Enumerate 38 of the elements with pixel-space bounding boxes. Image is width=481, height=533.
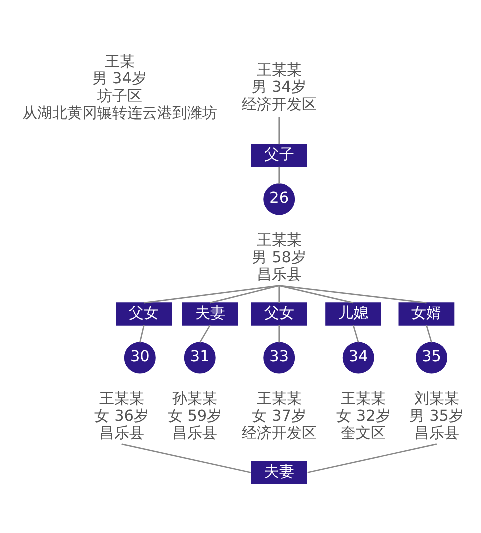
node-text: 王某某 女 37岁 经济开发区 <box>242 389 317 442</box>
connector <box>308 443 437 473</box>
node-circle: 31 <box>184 342 216 374</box>
label: 王某 <box>104 52 135 70</box>
connector <box>278 116 280 144</box>
node-box: 父女 <box>116 302 172 326</box>
connector <box>210 284 280 304</box>
node-box: 女婿 <box>398 302 455 326</box>
node-text: 刘某某 男 35岁 昌乐县 <box>410 389 464 442</box>
node-circle: 30 <box>124 342 156 374</box>
connector <box>122 443 252 473</box>
node-circle: 34 <box>342 342 374 374</box>
node-box: 儿媳 <box>326 302 382 326</box>
node-circle: 26 <box>264 183 296 215</box>
node-circle: 35 <box>416 342 448 374</box>
node-box: 父女 <box>251 302 308 326</box>
node-box: 夫妻 <box>251 460 308 484</box>
node-box: 父子 <box>251 144 308 167</box>
node-text: 王某某 男 58岁 昌乐县 <box>252 230 306 284</box>
connector <box>200 324 211 343</box>
connector <box>278 166 280 184</box>
connector <box>144 284 280 304</box>
connector <box>278 285 280 303</box>
node-text: 王某某 女 36岁 昌乐县 <box>94 389 149 442</box>
label: 男 34岁 <box>92 69 147 88</box>
connector <box>352 324 360 342</box>
label: 坊子区 <box>97 86 142 104</box>
connector <box>279 284 427 304</box>
node-circle: 33 <box>264 342 296 374</box>
label: 从湖北黄冈辗转连云港到潍坊 <box>22 104 218 122</box>
node-text: 王某某 女 32岁 奎文区 <box>336 389 391 442</box>
node-box: 夫妻 <box>182 302 238 326</box>
connector <box>278 324 280 342</box>
node-text: 王某某 男 34岁 经济开发区 <box>242 60 317 114</box>
connector <box>140 324 145 342</box>
connector <box>279 284 354 304</box>
node-text: 孙某某 女 59岁 昌乐县 <box>168 389 222 442</box>
connector <box>426 324 432 342</box>
